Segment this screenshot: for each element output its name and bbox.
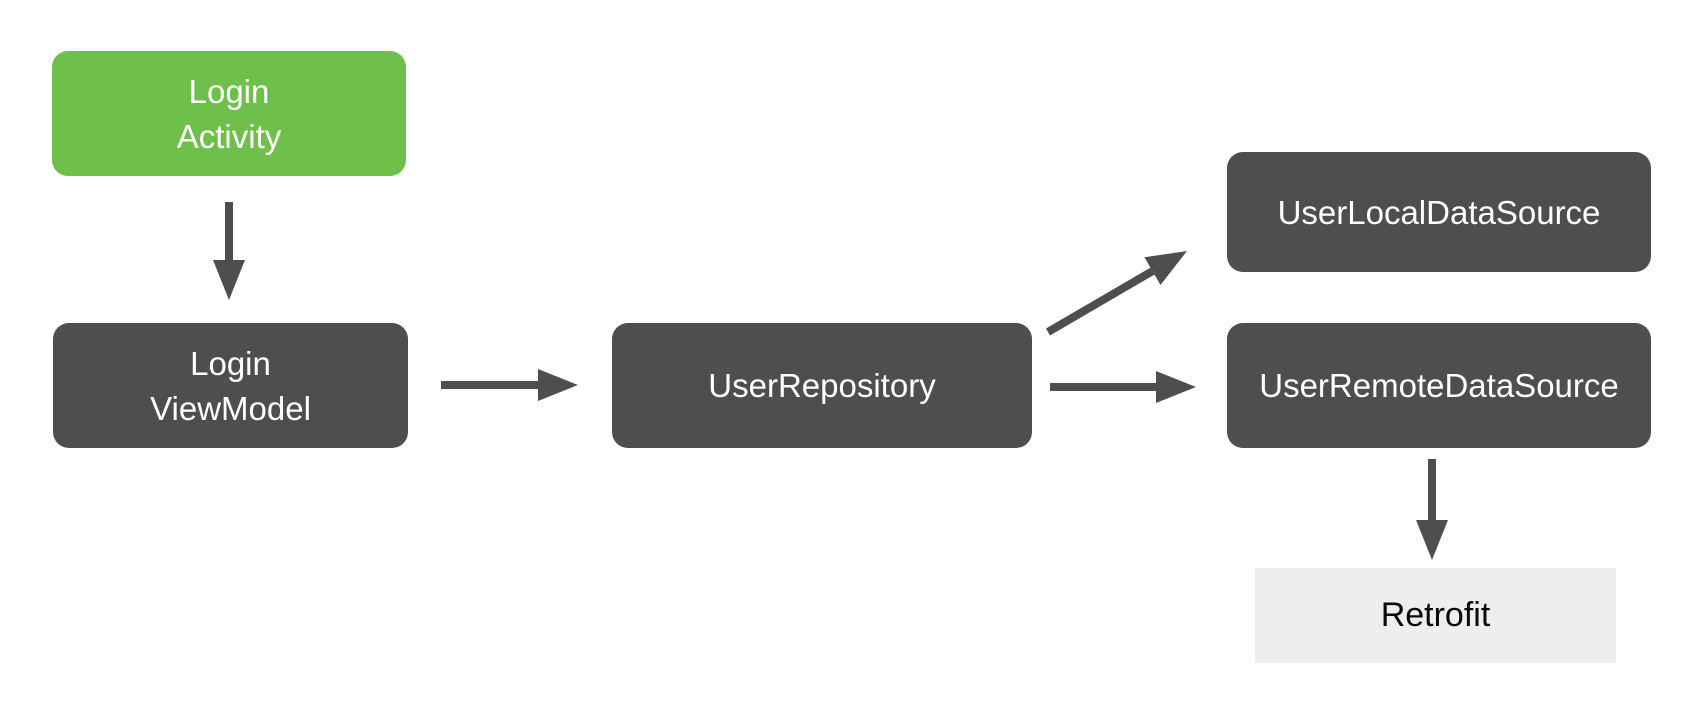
node-user-remote-data-source: UserRemoteDataSource — [1227, 323, 1651, 448]
node-label-line: UserRepository — [708, 367, 936, 404]
node-label-line: Retrofit — [1380, 596, 1491, 634]
node-label-line: Login — [188, 72, 270, 110]
edge-user-repository-to-user-local-data-source — [1045, 250, 1187, 336]
node-label-line: UserLocalDataSource — [1277, 193, 1601, 231]
node-user-local-data-source: UserLocalDataSource — [1227, 152, 1651, 272]
node-label-line: Activity — [176, 117, 282, 155]
node-label-line: UserRemoteDataSource — [1259, 367, 1619, 404]
node-retrofit: Retrofit — [1255, 568, 1616, 663]
node-label-line: Login — [190, 344, 271, 382]
node-label-line: ViewModel — [150, 389, 311, 427]
node-user-repository: UserRepository — [612, 323, 1032, 448]
